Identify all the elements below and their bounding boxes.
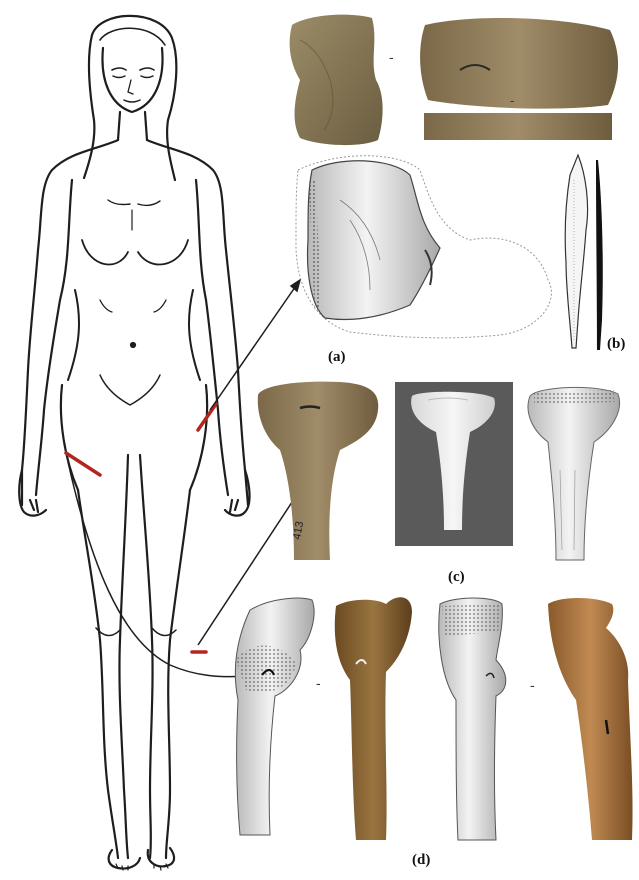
panel-b: (b) bbox=[565, 155, 625, 352]
right-foot-outline bbox=[148, 848, 174, 866]
left-foot-outline bbox=[109, 850, 140, 869]
panel-d-drawing-1 bbox=[235, 598, 314, 835]
panel-d-label: (d) bbox=[412, 852, 430, 868]
panel-a-bone-photo-2 bbox=[420, 18, 618, 109]
panel-a-label: (a) bbox=[328, 349, 346, 365]
panel-a-bone-drawing bbox=[308, 161, 440, 320]
panel-a-bone-photo-3 bbox=[424, 113, 612, 140]
left-leg-outline bbox=[78, 490, 118, 858]
female-body-outline bbox=[19, 16, 249, 870]
panel-c-bone-drawing bbox=[528, 387, 620, 560]
panel-a-tick-1: - bbox=[389, 49, 394, 65]
panel-a-bone-photo-1 bbox=[290, 15, 383, 145]
panel-b-blade-profile bbox=[596, 160, 603, 350]
panel-c-label: (c) bbox=[448, 569, 465, 585]
arrow-to-panel-d bbox=[68, 462, 248, 677]
left-hand-outline bbox=[19, 470, 46, 516]
panel-a-tick-2: - bbox=[510, 93, 514, 108]
right-leg-outline bbox=[166, 490, 190, 858]
panel-d-tick-2: - bbox=[530, 677, 535, 693]
injury-marks bbox=[66, 404, 216, 652]
panel-d-tick-1: - bbox=[316, 675, 321, 691]
panel-b-blade-drawing bbox=[565, 155, 587, 348]
panel-d-bone-photo-2 bbox=[548, 598, 633, 840]
panel-c: 413 (c) bbox=[258, 382, 620, 585]
panel-d-bone-photo-1 bbox=[335, 597, 412, 840]
panel-b-label: (b) bbox=[607, 336, 625, 352]
panel-d: - - (d) bbox=[235, 597, 632, 868]
